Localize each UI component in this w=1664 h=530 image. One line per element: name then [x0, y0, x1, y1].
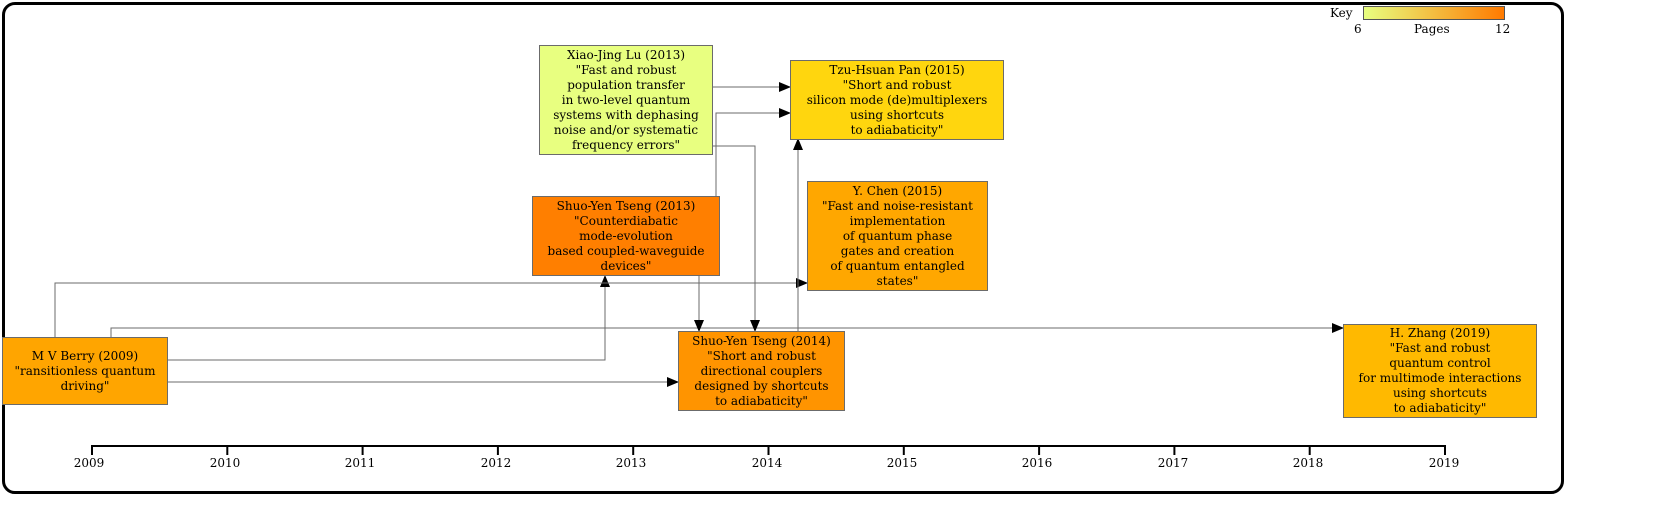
paper-title-line: designed by shortcuts: [694, 378, 829, 393]
paper-title-line: frequency errors": [571, 137, 681, 152]
paper-title-line: using shortcuts: [1392, 386, 1488, 400]
key-min-label: 6: [1354, 22, 1362, 36]
year-label-2014: 2014: [751, 456, 783, 470]
paper-title-line: "Fast and noise-resistant: [822, 198, 973, 213]
year-label-2015: 2015: [886, 456, 918, 470]
paper-title-line: "Short and robust: [842, 77, 952, 92]
paper-title-line: silicon mode (de)multiplexers: [806, 92, 988, 107]
paper-title-line: population transfer: [567, 77, 685, 92]
year-label-2011: 2011: [344, 456, 376, 470]
paper-title-line: devices": [600, 258, 652, 273]
paper-title-line: quantum control: [1389, 356, 1491, 370]
timeline-ticks: [91, 446, 1446, 455]
year-label-2016: 2016: [1021, 456, 1053, 470]
paper-author: Tzu-Hsuan Pan (2015): [829, 62, 965, 77]
paper-title-line: based coupled-waveguide: [547, 243, 705, 258]
paper-title-line: of quantum phase: [842, 228, 953, 243]
edge-lu2013-tseng2014: [713, 145, 760, 332]
paper-title-line: "Short and robust: [707, 348, 816, 363]
paper-node-pan2015[interactable]: Tzu-Hsuan Pan (2015) "Short and robust s…: [790, 60, 1004, 140]
paper-title-line: to adiabaticity": [715, 393, 808, 408]
year-label-2009: 2009: [73, 456, 105, 470]
paper-title-line: gates and creation: [840, 243, 955, 258]
paper-title-line: noise and/or systematic: [553, 122, 699, 137]
paper-title-line: to adiabaticity": [850, 122, 944, 137]
paper-title-line: using shortcuts: [849, 107, 945, 122]
key-title: Key: [1330, 6, 1353, 20]
paper-title-line: "ransitionless quantum: [14, 363, 156, 378]
key-scale-label: Pages: [1414, 22, 1450, 36]
paper-title-line: of quantum entangled: [830, 258, 965, 273]
paper-node-tseng2014[interactable]: Shuo-Yen Tseng (2014) "Short and robust …: [678, 331, 845, 411]
paper-title-line: to adiabaticity": [1393, 401, 1487, 415]
paper-author: M V Berry (2009): [31, 348, 139, 363]
paper-title-line: implementation: [849, 213, 946, 228]
paper-title-line: systems with dephasing: [553, 107, 699, 122]
edge-tseng2013-pan2015: [715, 108, 791, 196]
key-max-label: 12: [1495, 22, 1511, 36]
paper-author: Shuo-Yen Tseng (2014): [692, 333, 831, 348]
paper-title-line: mode-evolution: [579, 228, 673, 243]
paper-title-line: states": [876, 273, 919, 288]
edge-berry2009-zhang2019: [110, 323, 1344, 337]
paper-node-chen2015[interactable]: Y. Chen (2015) "Fast and noise-resistant…: [807, 181, 988, 291]
paper-author: H. Zhang (2019): [1389, 326, 1491, 340]
paper-node-berry2009[interactable]: M V Berry (2009) "ransitionless quantum …: [2, 337, 168, 405]
paper-title-line: driving": [60, 378, 110, 393]
edge-berry2009-tseng2013: [168, 275, 610, 361]
paper-author: Xiao-Jing Lu (2013): [566, 47, 686, 62]
year-label-2018: 2018: [1292, 456, 1324, 470]
diagram-frame: [2, 2, 1564, 494]
paper-title-line: "Counterdiabatic: [574, 213, 678, 228]
key-color-gradient: [1363, 6, 1505, 20]
paper-node-tseng2013[interactable]: Shuo-Yen Tseng (2013) "Counterdiabatic m…: [532, 196, 720, 276]
paper-author: Y. Chen (2015): [852, 183, 943, 198]
paper-title-line: for multimode interactions: [1358, 371, 1522, 385]
paper-title-line: directional couplers: [700, 363, 823, 378]
year-label-2019: 2019: [1428, 456, 1460, 470]
year-label-2012: 2012: [480, 456, 512, 470]
paper-node-zhang2019[interactable]: H. Zhang (2019) "Fast and robust quantum…: [1343, 324, 1537, 418]
paper-node-lu2013[interactable]: Xiao-Jing Lu (2013) "Fast and robust pop…: [539, 45, 713, 155]
paper-title-line: "Fast and robust: [575, 62, 677, 77]
year-label-2017: 2017: [1157, 456, 1189, 470]
edge-berry2009-chen2015: [54, 278, 808, 337]
paper-title-line: in two-level quantum: [561, 92, 691, 107]
paper-title-line: "Fast and robust: [1389, 341, 1491, 355]
year-label-2013: 2013: [615, 456, 647, 470]
paper-author: Shuo-Yen Tseng (2013): [556, 198, 696, 213]
year-label-2010: 2010: [209, 456, 241, 470]
